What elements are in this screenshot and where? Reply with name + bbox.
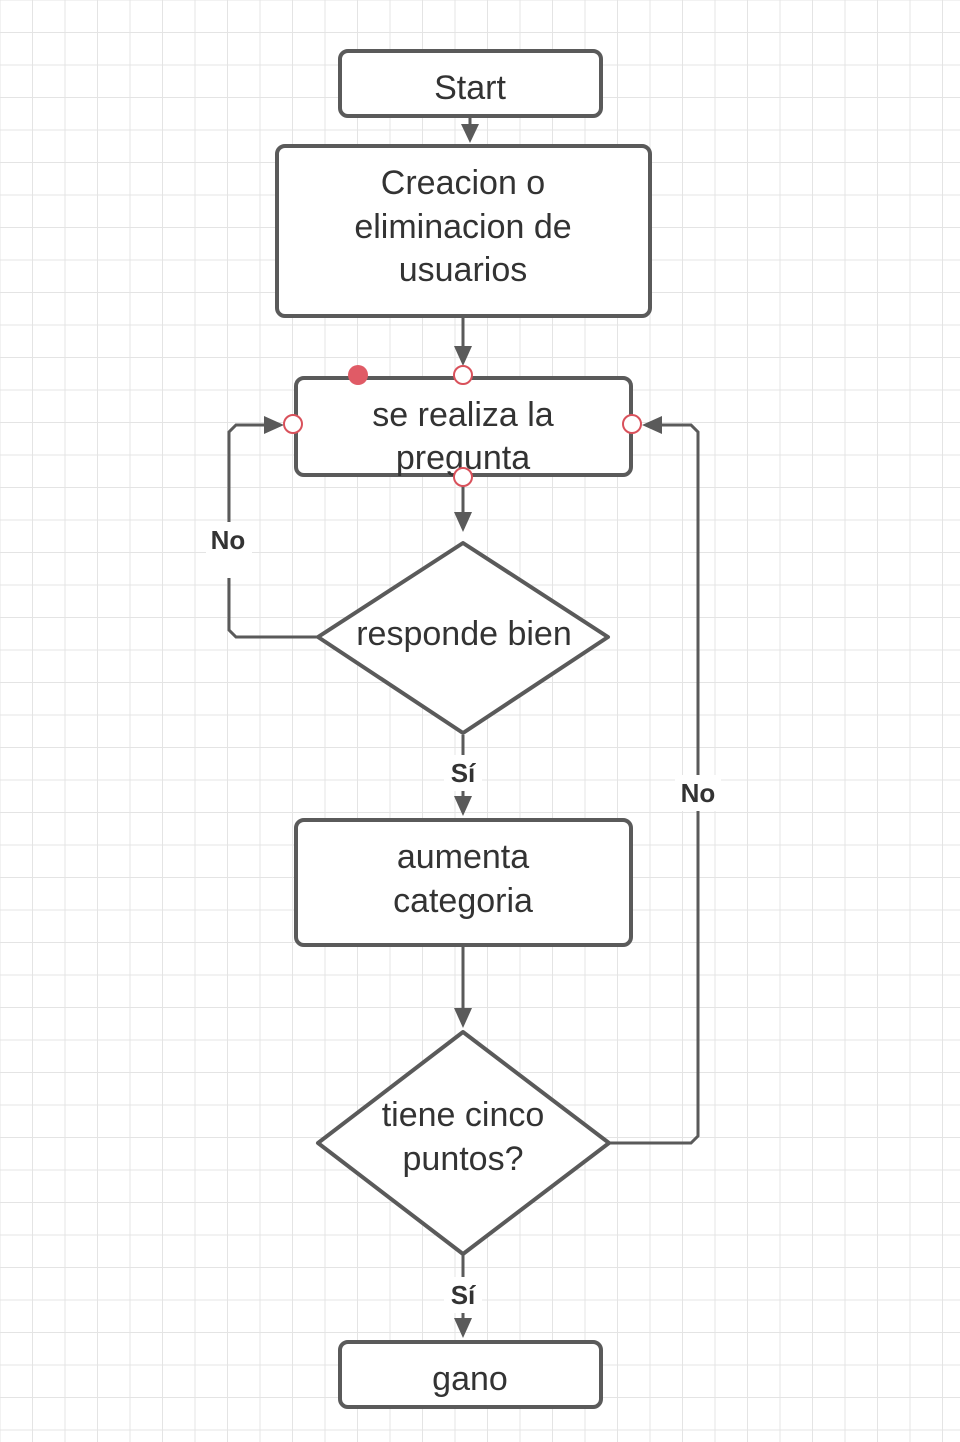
connector-ask-to-answer[interactable] xyxy=(454,486,472,532)
edge-label-points-yes: Sí xyxy=(444,1277,482,1313)
node-manage-users[interactable]: Creacion o eliminacion de usuarios xyxy=(275,144,652,318)
connector-category-to-points[interactable] xyxy=(454,946,472,1028)
node-points-check-line-1: tiene cinco xyxy=(382,1096,545,1134)
svg-text:No: No xyxy=(211,525,246,555)
node-manage-users-line-1: Creacion o xyxy=(381,164,545,202)
rotation-handle[interactable] xyxy=(348,365,368,385)
svg-text:Sí: Sí xyxy=(451,1280,476,1310)
node-answer-check[interactable]: responde bien xyxy=(316,541,610,735)
edge-label-answer-no: No xyxy=(206,522,252,578)
edge-label-points-no: No xyxy=(675,775,721,811)
node-win[interactable]: gano xyxy=(338,1340,603,1409)
connection-point-right[interactable] xyxy=(622,414,642,434)
svg-text:No: No xyxy=(681,778,716,808)
node-win-label: gano xyxy=(432,1360,508,1398)
connection-point-left[interactable] xyxy=(283,414,303,434)
node-ask-question[interactable]: se realiza la pregunta xyxy=(294,376,633,477)
node-manage-users-line-3: usuarios xyxy=(399,251,528,289)
node-points-check[interactable]: tiene cinco puntos? xyxy=(316,1030,611,1256)
node-raise-category-line-2: categoria xyxy=(393,882,533,920)
node-raise-category[interactable]: aumenta categoria xyxy=(294,818,633,947)
node-manage-users-line-2: eliminacion de xyxy=(354,208,571,246)
selection-handles[interactable] xyxy=(283,365,642,487)
node-answer-check-label: responde bien xyxy=(356,615,572,653)
node-ask-question-line-1: se realiza la xyxy=(372,396,554,434)
node-points-check-line-2: puntos? xyxy=(403,1140,524,1178)
edge-label-answer-yes: Sí xyxy=(444,755,482,791)
node-start[interactable]: Start xyxy=(338,49,603,118)
node-start-label: Start xyxy=(434,69,506,107)
connector-start-to-manage[interactable] xyxy=(461,116,479,143)
connection-point-bottom[interactable] xyxy=(453,467,473,487)
node-raise-category-line-1: aumenta xyxy=(397,838,529,876)
svg-text:Sí: Sí xyxy=(451,758,476,788)
connection-point-top[interactable] xyxy=(453,365,473,385)
connector-manage-to-ask[interactable] xyxy=(454,316,472,366)
